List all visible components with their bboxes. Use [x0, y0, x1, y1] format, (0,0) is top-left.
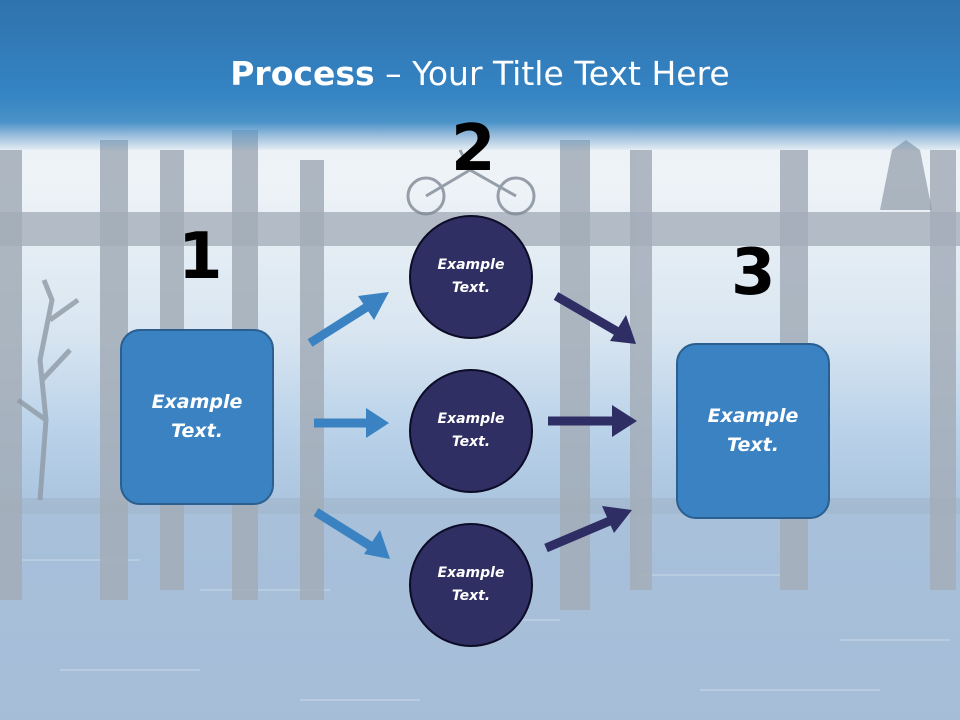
arrow-middle-to-right [548, 405, 637, 437]
circle-bottom-line1: Example [437, 565, 505, 581]
step-number-2: 2 [451, 112, 496, 186]
step-number-1: 1 [178, 220, 223, 294]
circle-top-text: Example Text. [438, 254, 505, 300]
circle-bottom-line2: Text. [451, 588, 491, 604]
arrow-bottom-to-right [544, 506, 632, 553]
step-number-3: 3 [731, 236, 776, 310]
circle-top-line1: Example [437, 257, 505, 273]
title-band [0, 0, 960, 150]
left-box-line1: Example [151, 391, 243, 413]
right-box-line1: Example [707, 405, 799, 427]
circle-top[interactable]: Example Text. [409, 215, 533, 339]
title-rest-part: – Your Title Text Here [374, 54, 730, 93]
arrow-left-to-bottom [313, 508, 390, 559]
right-box-text: Example Text. [708, 402, 799, 460]
circle-middle-text: Example Text. [438, 408, 505, 454]
slide-title[interactable]: Process – Your Title Text Here [0, 52, 960, 96]
arrow-top-to-right [553, 292, 636, 344]
left-box-text: Example Text. [152, 388, 243, 446]
circle-bottom-text: Example Text. [438, 562, 505, 608]
circle-middle[interactable]: Example Text. [409, 369, 533, 493]
arrow-left-to-middle [314, 408, 389, 438]
right-box[interactable]: Example Text. [676, 343, 830, 519]
circle-middle-line1: Example [437, 411, 505, 427]
circle-bottom[interactable]: Example Text. [409, 523, 533, 647]
arrow-left-to-top [307, 292, 389, 347]
left-box[interactable]: Example Text. [120, 329, 274, 505]
circle-middle-line2: Text. [451, 434, 491, 450]
title-bold-part: Process [230, 54, 375, 93]
circle-top-line2: Text. [451, 280, 491, 296]
left-box-line2: Text. [171, 420, 223, 442]
right-box-line2: Text. [727, 434, 779, 456]
